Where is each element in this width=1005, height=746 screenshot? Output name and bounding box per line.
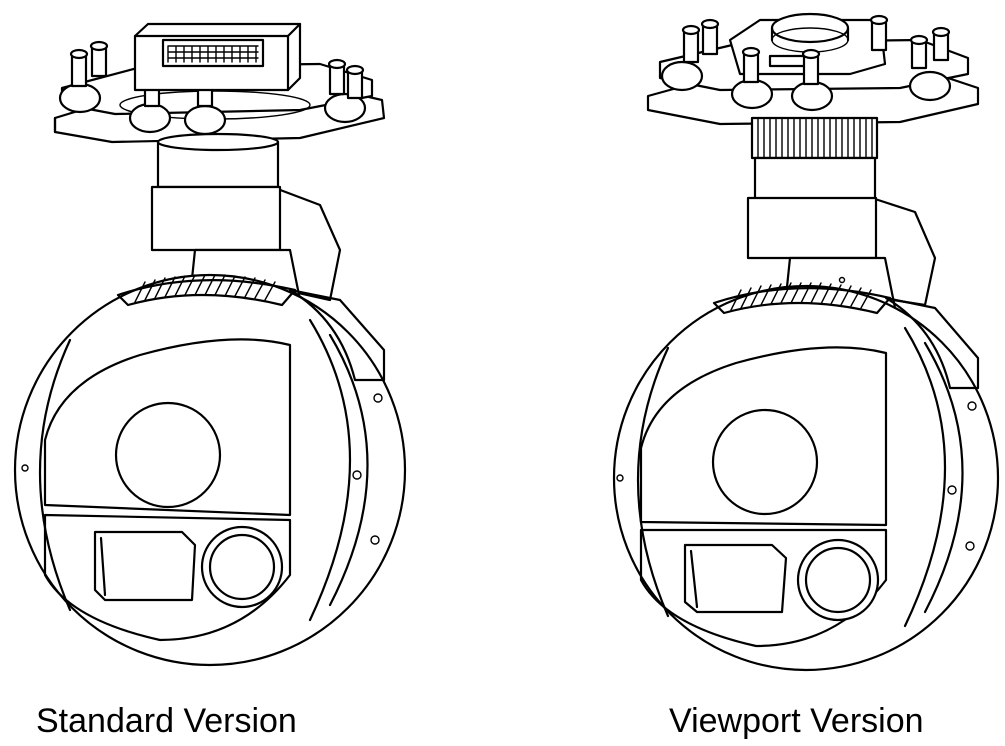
standard-dampers [58,40,367,136]
standard-connector-box [133,22,302,92]
viewport-top-cap [728,12,887,76]
caption-viewport-version: Viewport Version [669,702,924,740]
viewport-ball-housing [612,282,1000,672]
standard-ball-housing [13,273,407,667]
viewport-knurled-ring [750,116,879,160]
viewport-dampers [660,14,952,112]
caption-standard-version: Standard Version [36,702,297,740]
